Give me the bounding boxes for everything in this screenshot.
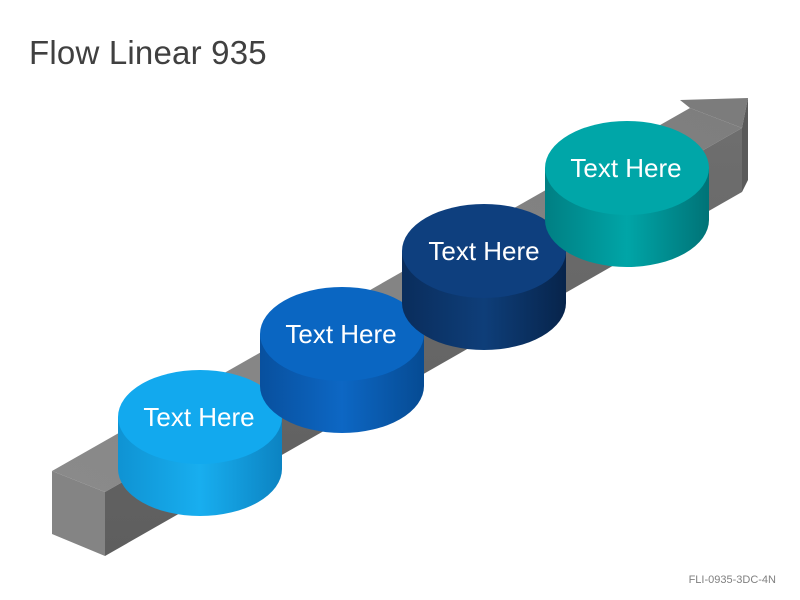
footer-code: FLI-0935-3DC-4N (688, 574, 776, 586)
step-label-1: Text Here (143, 402, 254, 432)
step-label-2: Text Here (285, 319, 396, 349)
step-disc-2: Text Here (260, 287, 424, 433)
step-disc-3: Text Here (402, 204, 566, 350)
step-label-4: Text Here (570, 153, 681, 183)
step-disc-3-top (402, 204, 566, 298)
arrow-head-top (680, 98, 748, 128)
step-disc-1: Text Here (118, 370, 282, 516)
step-disc-4-top (545, 121, 709, 215)
step-disc-4: Text Here (545, 121, 709, 267)
step-disc-1-top (118, 370, 282, 464)
arrow-head-side (742, 98, 748, 192)
step-disc-2-top (260, 287, 424, 381)
arrow-beam-end-cap (52, 471, 105, 556)
page-title: Flow Linear 935 (29, 34, 267, 71)
step-label-3: Text Here (428, 236, 539, 266)
